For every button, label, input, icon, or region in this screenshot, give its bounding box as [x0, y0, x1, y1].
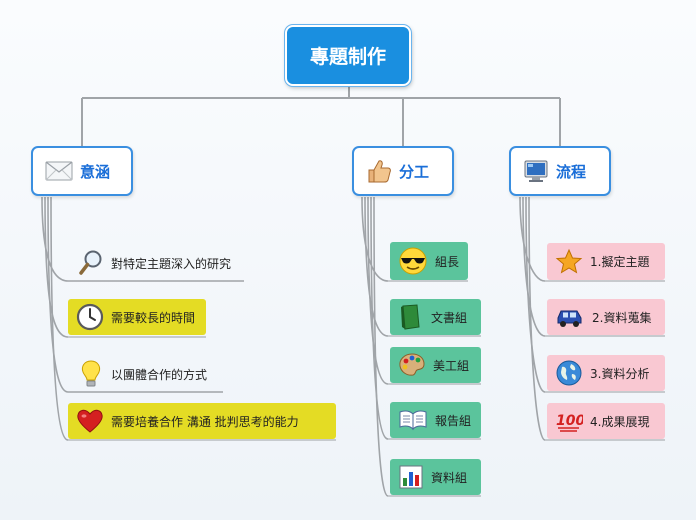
- leaf-report[interactable]: 報告組: [390, 402, 481, 438]
- root-title: 專題制作: [309, 46, 386, 68]
- branch-label: 分工: [399, 162, 430, 181]
- leaf-label: 3.資料分析: [590, 366, 650, 381]
- thumbs-up-icon: [366, 158, 392, 184]
- leaf-step-4[interactable]: 100 4.成果展現: [547, 403, 665, 439]
- svg-text:100: 100: [556, 413, 583, 429]
- book-icon: [398, 303, 424, 331]
- leaf-teamwork[interactable]: 以團體合作的方式: [70, 358, 207, 390]
- hundred-points-icon: 100: [555, 409, 583, 433]
- palette-icon: [398, 352, 426, 378]
- leaf-step-1[interactable]: 1.擬定主題: [547, 243, 665, 280]
- leaf-label: 美工組: [433, 358, 470, 373]
- bar-chart-icon: [398, 464, 424, 490]
- open-book-icon: [398, 409, 428, 431]
- leaf-label: 報告組: [435, 413, 472, 428]
- leaf-step-2[interactable]: 2.資料蒐集: [547, 299, 665, 335]
- globe-icon: [555, 359, 583, 387]
- lightbulb-icon: [78, 359, 104, 389]
- leaf-art[interactable]: 美工組: [390, 347, 481, 383]
- car-icon: [555, 306, 585, 328]
- leaf-label: 1.擬定主題: [590, 255, 650, 269]
- leaf-label: 文書組: [431, 310, 468, 325]
- leaf-label: 4.成果展現: [590, 414, 650, 429]
- leaf-step-3[interactable]: 3.資料分析: [547, 355, 665, 391]
- branch-label: 意涵: [80, 162, 111, 181]
- leaf-label: 組長: [435, 254, 460, 269]
- leaf-long-time[interactable]: 需要較長的時間: [68, 299, 206, 335]
- leaf-label: 對特定主題深入的研究: [111, 256, 232, 271]
- monitor-icon: [523, 159, 549, 183]
- leaf-skills[interactable]: 需要培養合作 溝通 批判思考的能力: [68, 403, 336, 439]
- leaf-label: 資料組: [431, 470, 468, 485]
- leaf-label: 需要培養合作 溝通 批判思考的能力: [111, 414, 299, 429]
- star-icon: [555, 248, 583, 276]
- branch-fengong[interactable]: 分工: [352, 146, 454, 196]
- root-topic[interactable]: 專題制作: [285, 25, 411, 86]
- envelope-icon: [45, 161, 73, 181]
- leaf-leader[interactable]: 組長: [390, 242, 468, 280]
- leaf-research[interactable]: 對特定主題深入的研究: [70, 247, 231, 279]
- magnifier-icon: [78, 249, 104, 277]
- leaf-data[interactable]: 資料組: [390, 459, 481, 495]
- branch-yihan[interactable]: 意涵: [31, 146, 133, 196]
- leaf-documents[interactable]: 文書組: [390, 299, 481, 335]
- branch-label: 流程: [556, 162, 587, 181]
- leaf-label: 需要較長的時間: [111, 310, 196, 325]
- heart-icon: [76, 408, 104, 434]
- sunglasses-face-icon: [398, 246, 428, 276]
- branch-liucheng[interactable]: 流程: [509, 146, 611, 196]
- clock-icon: [76, 303, 104, 331]
- leaf-label: 2.資料蒐集: [592, 310, 652, 325]
- leaf-label: 以團體合作的方式: [111, 367, 208, 382]
